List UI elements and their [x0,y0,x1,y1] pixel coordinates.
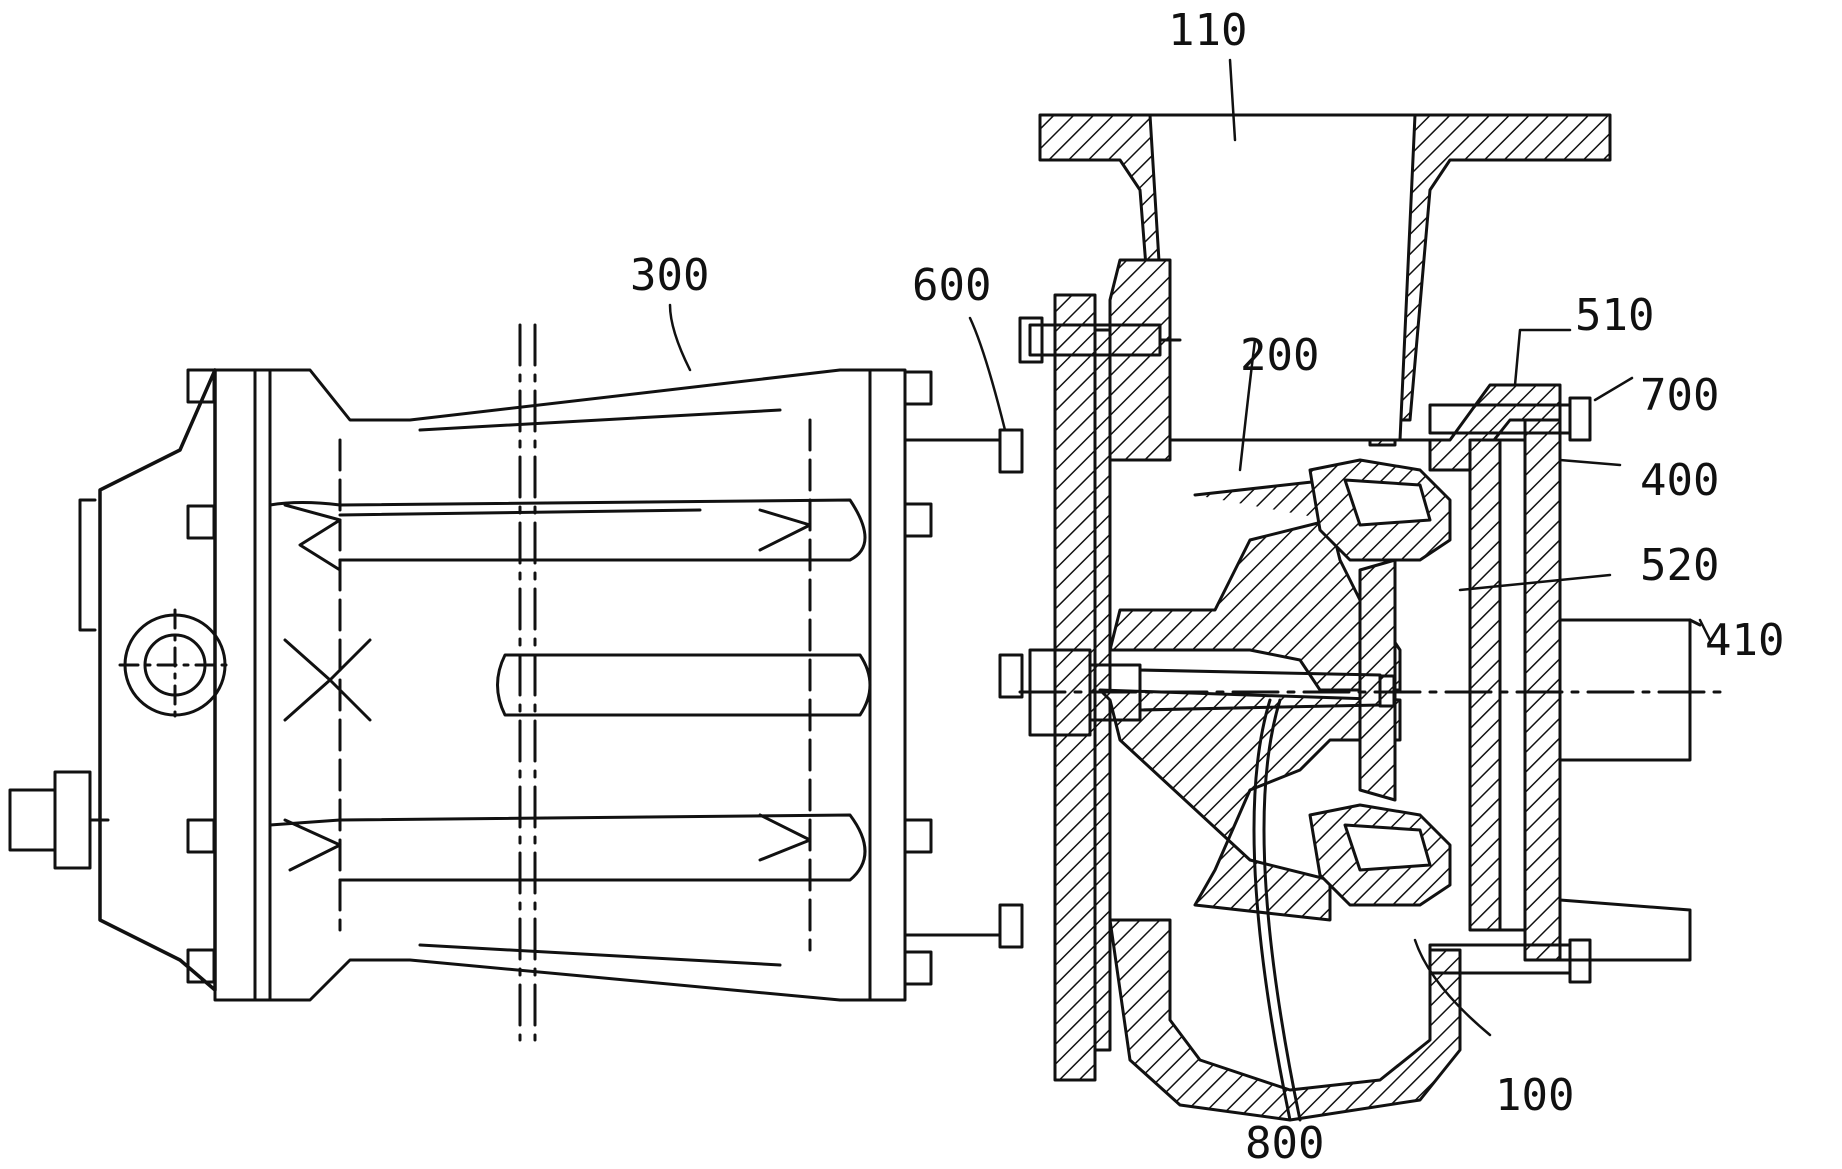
label-600: 600 [912,260,991,311]
label-800: 800 [1245,1118,1324,1164]
label-100: 100 [1495,1070,1574,1121]
label-520: 520 [1640,540,1719,591]
label-700: 700 [1640,370,1719,421]
label-410: 410 [1705,615,1784,666]
gearbox-housing-300 [8,323,1002,1042]
label-300: 300 [630,250,709,301]
label-510: 510 [1575,290,1654,341]
label-400: 400 [1640,455,1719,506]
pump-casing-100 [998,113,1732,1122]
leader-lines [668,58,1712,1037]
label-110: 110 [1168,5,1247,56]
label-200: 200 [1240,330,1319,381]
part-labels: 110 300 600 200 510 700 400 520 410 100 … [630,5,1784,1169]
